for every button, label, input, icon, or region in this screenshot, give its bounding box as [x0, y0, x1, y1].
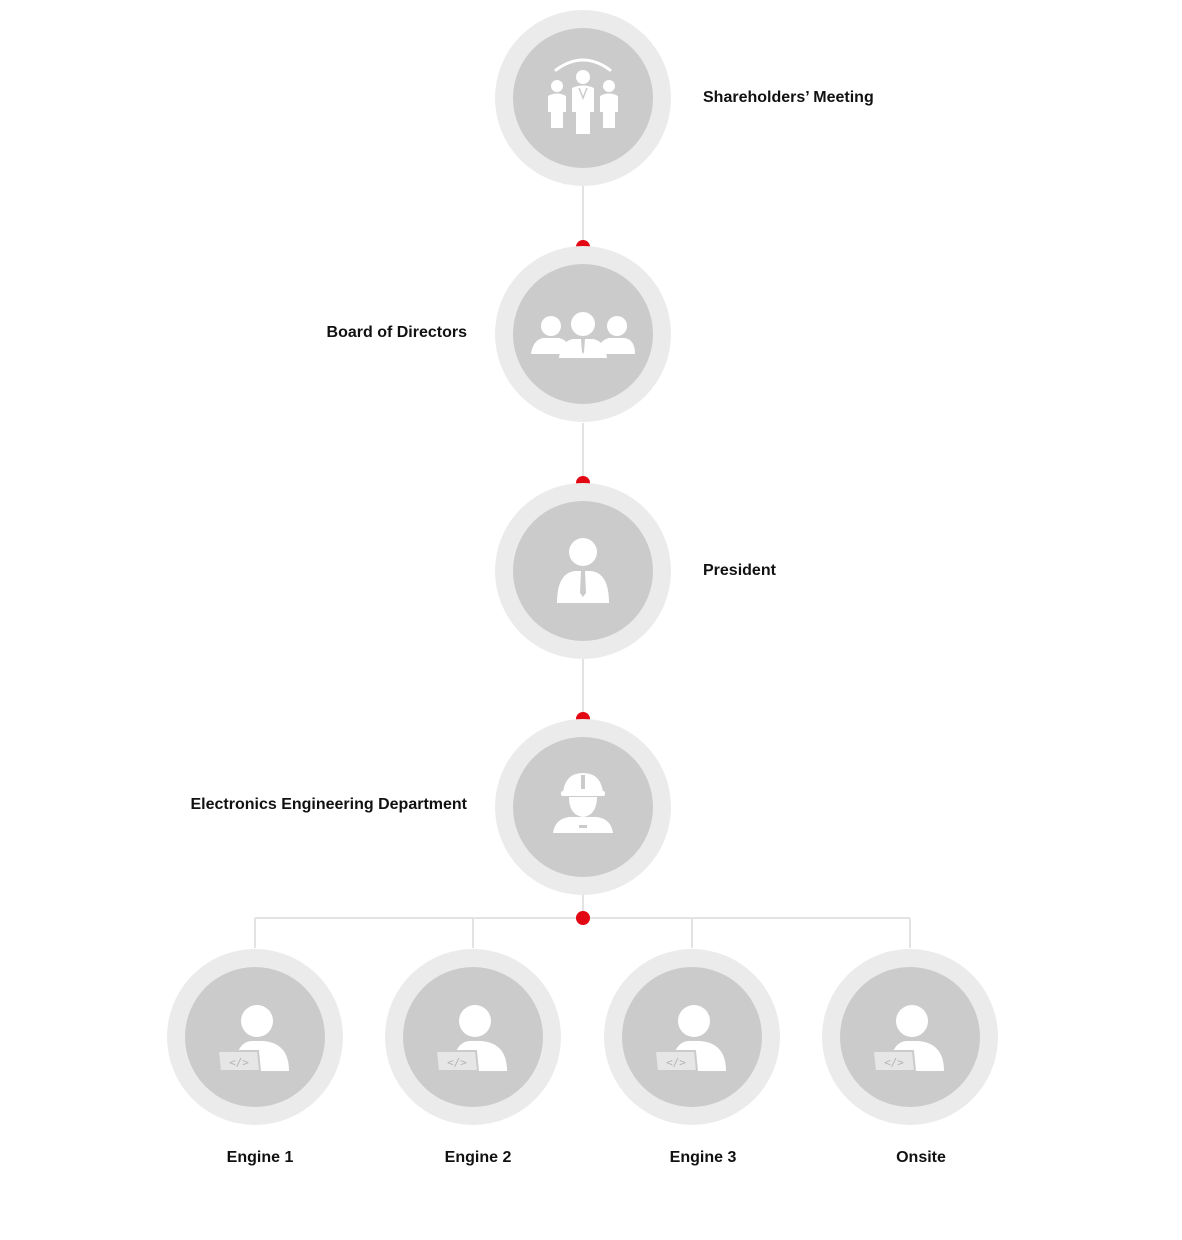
- label-engine-2: Engine 2: [444, 1149, 512, 1166]
- label-engine-3: Engine 3: [669, 1149, 737, 1166]
- junction-dot-4: [576, 911, 590, 925]
- node-engine-1: </>: [167, 949, 343, 1125]
- president-icon: [557, 538, 609, 603]
- svg-text:</>: </>: [884, 1056, 904, 1069]
- node-electronics-engineering-department: [495, 719, 671, 895]
- engineer-helmet-icon: [553, 773, 613, 833]
- label-engine-1: Engine 1: [226, 1149, 294, 1166]
- node-board-of-directors: [495, 246, 671, 422]
- node-engine-3: </>: [604, 949, 780, 1125]
- board-of-directors-icon: [531, 312, 635, 358]
- svg-text:</>: </>: [229, 1056, 249, 1069]
- label-electronics-engineering-department: Electronics Engineering Department: [190, 796, 467, 813]
- node-president: [495, 483, 671, 659]
- node-shareholders-meeting: [495, 10, 671, 186]
- label-shareholders-meeting: Shareholders’ Meeting: [703, 89, 874, 106]
- svg-text:</>: </>: [666, 1056, 686, 1069]
- svg-text:</>: </>: [447, 1056, 467, 1069]
- label-president: President: [703, 562, 776, 579]
- node-onsite: </>: [822, 949, 998, 1125]
- developer-laptop-icon: </>: [653, 1005, 726, 1072]
- node-engine-2: </>: [385, 949, 561, 1125]
- label-onsite: Onsite: [896, 1149, 946, 1166]
- developer-laptop-icon: </>: [434, 1005, 507, 1072]
- label-board-of-directors: Board of Directors: [326, 324, 467, 341]
- developer-laptop-icon: </>: [871, 1005, 944, 1072]
- developer-laptop-icon: </>: [216, 1005, 289, 1072]
- shareholders-meeting-icon: [548, 58, 618, 134]
